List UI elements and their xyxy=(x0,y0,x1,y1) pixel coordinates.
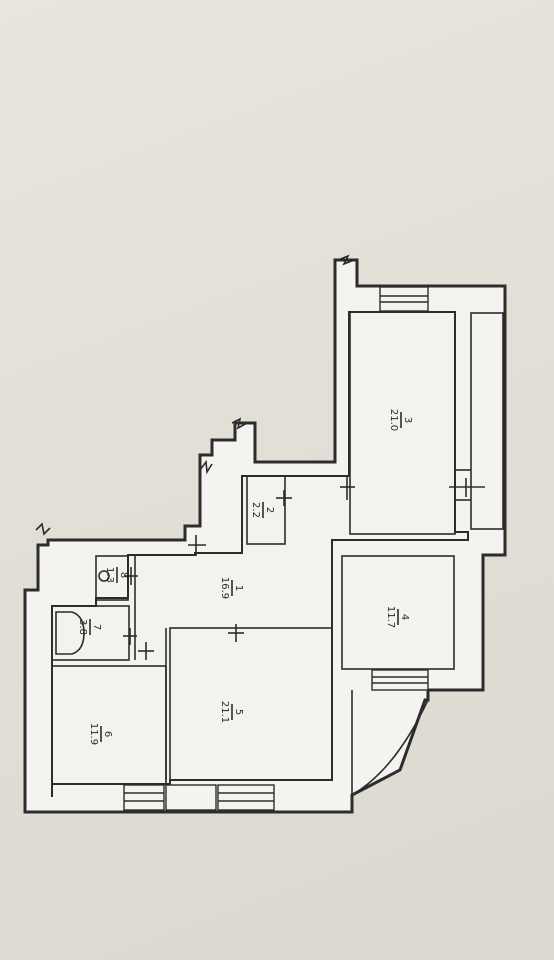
balcony-strip xyxy=(470,312,504,530)
room-area: 3.8 xyxy=(77,619,88,635)
window xyxy=(217,784,275,811)
room-area: 16.9 xyxy=(219,577,230,599)
room-label-2: 2 2.2 xyxy=(250,502,275,518)
balcony xyxy=(351,690,429,797)
window xyxy=(123,784,165,811)
room-number: 3 xyxy=(402,417,413,423)
room-2 xyxy=(246,475,286,545)
room-area: 21.0 xyxy=(388,409,399,431)
room-area: 11.9 xyxy=(88,723,99,745)
room-4 xyxy=(341,555,455,670)
room-5 xyxy=(169,627,333,781)
room-label-6: 6 11.9 xyxy=(88,723,113,745)
room-number: 7 xyxy=(91,624,102,630)
room-7 xyxy=(51,605,130,661)
room-area: 2.2 xyxy=(250,502,261,518)
room-area: 11.7 xyxy=(385,606,396,628)
window xyxy=(371,669,429,691)
room-area: 1.3 xyxy=(104,567,115,583)
room-label-3: 3 21.0 xyxy=(388,409,413,431)
room-number: 1 xyxy=(233,585,244,591)
room-area: 21.1 xyxy=(219,701,230,723)
break-marks xyxy=(35,254,355,536)
room-label-7: 7 3.8 xyxy=(77,619,102,635)
room-8 xyxy=(95,555,129,601)
room-label-4: 4 11.7 xyxy=(385,606,410,628)
room-label-8: 8 1.3 xyxy=(104,567,129,583)
room-number: 8 xyxy=(118,572,129,578)
door-marks xyxy=(123,475,485,660)
room-label-5: 5 21.1 xyxy=(219,701,244,723)
toilet-icon xyxy=(98,570,110,582)
bathtub-icon xyxy=(55,611,85,655)
room-number: 2 xyxy=(264,507,275,513)
room-number: 6 xyxy=(102,731,113,737)
room-3 xyxy=(349,311,456,535)
room-number: 4 xyxy=(399,614,410,620)
room-label-1: 1 16.9 xyxy=(219,577,244,599)
room-number: 5 xyxy=(233,709,244,715)
window xyxy=(379,286,429,312)
column xyxy=(165,784,217,811)
